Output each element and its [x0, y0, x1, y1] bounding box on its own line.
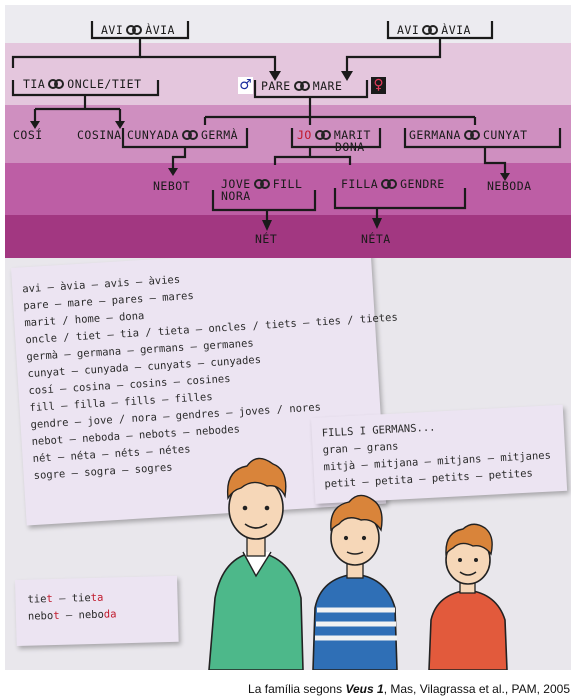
self-label: JO [297, 128, 312, 142]
grandson-label: NÉT [255, 232, 278, 246]
daughter-pair: FILLA GENDRE [341, 177, 445, 191]
father-label: PARE [261, 79, 291, 93]
brother-in-law-label: CUNYAT [482, 128, 528, 142]
band-5 [5, 215, 571, 258]
endings-line: nebot – neboda [27, 608, 117, 623]
boy-red-illustration [428, 523, 508, 670]
grandparents-left: AVI ÀVIA [101, 23, 175, 37]
son-pair: JOVE FILL [221, 177, 303, 191]
grandmother-right: ÀVIA [441, 23, 471, 37]
sister-label: GERMANA [409, 128, 461, 142]
grandfather-left: AVI [101, 23, 124, 37]
sister-pair: GERMANA CUNYAT [409, 128, 528, 142]
boy-tall-illustration [208, 457, 304, 670]
aunt-uncle-pair: TIA ONCLE/TIET [23, 77, 142, 91]
husband-label: MARIT [333, 128, 371, 142]
nora-label: NORA [221, 189, 251, 203]
marriage-rings-icon [293, 81, 310, 91]
marriage-rings-icon [422, 25, 439, 35]
daughter-label: FILLA [341, 177, 379, 191]
marriage-rings-icon [381, 179, 398, 189]
caption-before: La família segons [248, 682, 346, 696]
granddaughter-label: NÉTA [361, 232, 391, 246]
gender-endings-card: tiet – tieta nebot – neboda [15, 575, 179, 646]
son-in-law-label: GENDRE [400, 177, 445, 191]
male-symbol-icon: ♂ [238, 77, 253, 94]
mother-label: MARE [312, 79, 343, 93]
tree-connectors [11, 21, 562, 231]
nephew-label: NEBOT [153, 179, 191, 193]
wife-label: DONA [335, 140, 365, 154]
self-pair: JO MARIT [297, 128, 371, 142]
band-1 [5, 5, 571, 43]
marriage-rings-icon [463, 130, 480, 140]
son-label: FILL [272, 177, 303, 191]
parents-pair: PARE MARE [261, 79, 343, 93]
niece-label: NEBODA [487, 179, 532, 193]
aunt-label: TIA [23, 77, 46, 91]
female-symbol-icon: ♀ [371, 77, 386, 94]
caption-book-title: Veus 1 [345, 682, 384, 696]
grandfather-right: AVI [397, 23, 420, 37]
cousin-female: COSINA [77, 128, 122, 142]
grandparents-right: AVI ÀVIA [397, 23, 471, 37]
marriage-rings-icon [314, 130, 331, 140]
boy-striped-illustration [312, 494, 398, 670]
band-4 [5, 163, 571, 215]
daughter-in-law-label: JOVE [221, 177, 251, 191]
uncle-label: ONCLE/TIET [67, 77, 142, 91]
marriage-rings-icon [126, 25, 143, 35]
textbook-page: avi – àvia – avis – àvies pare – mare – … [5, 258, 571, 670]
family-tree: AVI ÀVIA AVI ÀVIA TIA ONCLE/TIET ♂ PARE MARE… [5, 5, 571, 258]
marriage-rings-icon [48, 79, 65, 89]
sister-in-law-label: CUNYADA [127, 128, 179, 142]
cousin-male: COSÍ [13, 128, 43, 142]
sibling-in-law-pair: CUNYADA GERMÀ [127, 128, 239, 142]
brother-label: GERMÀ [200, 128, 239, 142]
marriage-rings-icon [253, 179, 270, 189]
grandmother-left: ÀVIA [145, 23, 175, 37]
figure-caption: La família segons Veus 1, Mas, Vilagrass… [248, 682, 570, 696]
marriage-rings-icon [181, 130, 198, 140]
caption-after: , Mas, Vilagrassa et al., PAM, 2005 [383, 682, 570, 696]
